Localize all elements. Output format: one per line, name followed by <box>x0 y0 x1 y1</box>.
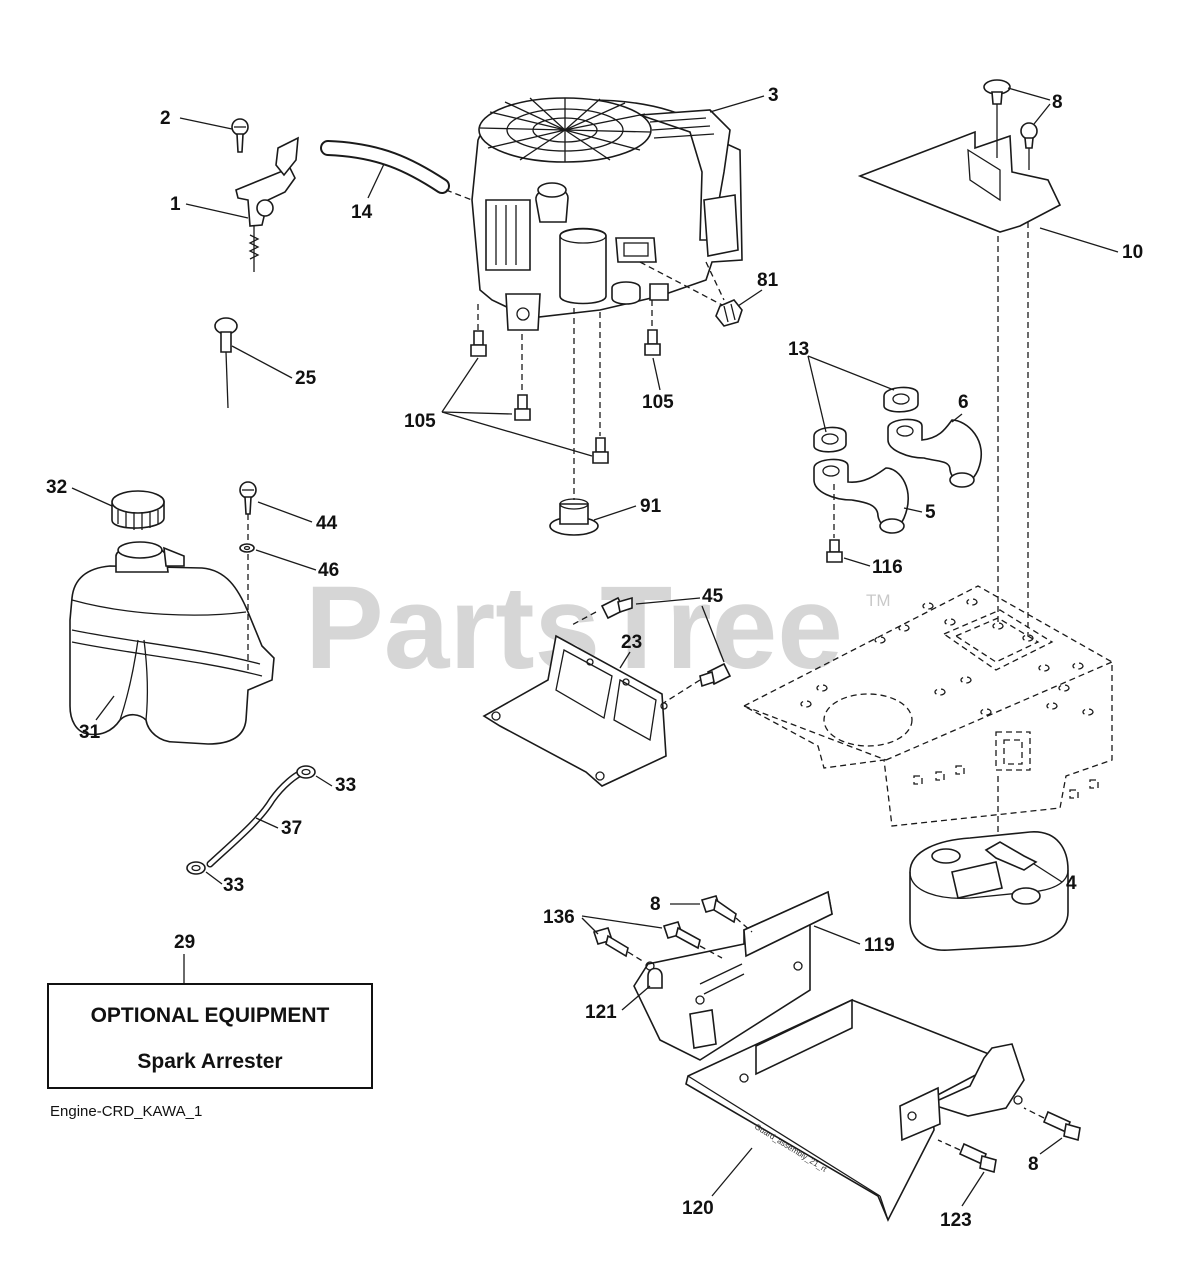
callout-81: 81 <box>757 270 779 291</box>
washer-46-part <box>239 543 255 553</box>
callout-119: 119 <box>864 935 895 956</box>
engine-bolt-part <box>470 330 487 357</box>
callout-6: 6 <box>958 392 969 413</box>
guard-120-part <box>685 998 1025 1222</box>
callout-121: 121 <box>585 1002 617 1023</box>
fuel-line-part <box>206 768 308 868</box>
bolt-123-part <box>958 1142 997 1174</box>
callout-13: 13 <box>788 339 809 360</box>
muffler-part <box>909 831 1069 951</box>
callout-37: 37 <box>281 818 302 839</box>
callout-23: 23 <box>621 632 642 653</box>
callout-31: 31 <box>79 722 101 743</box>
hose-clamp-33-part <box>296 765 316 779</box>
callout-116: 116 <box>872 557 903 578</box>
screw-8-heat-shield-part <box>983 79 1011 105</box>
engine-part <box>471 97 743 331</box>
fuel-cap-part <box>111 490 165 530</box>
callout-32: 32 <box>46 477 67 498</box>
gasket-13-part <box>813 426 847 453</box>
callout-123: 123 <box>940 1210 972 1231</box>
callout-29: 29 <box>174 932 195 953</box>
callout-25: 25 <box>295 368 317 389</box>
callout-8-bracket: 8 <box>650 894 661 915</box>
callout-33-top: 33 <box>335 775 356 796</box>
engine-bolt-part <box>644 329 661 356</box>
spacer-91-part <box>549 498 599 536</box>
figure-id: Engine-CRD_KAWA_1 <box>50 1103 202 1120</box>
screw-45-part <box>699 662 732 688</box>
exhaust-pipe-6-part <box>887 418 982 488</box>
callout-46: 46 <box>318 560 339 581</box>
bolt-8-guard-part <box>1042 1110 1081 1142</box>
watermark-trademark: TM <box>866 591 891 610</box>
engine-bolt-part <box>592 437 609 464</box>
nut-81-part <box>715 299 743 327</box>
callout-105-right: 105 <box>642 392 674 413</box>
engine-bolt-part <box>514 394 531 421</box>
callout-91: 91 <box>640 496 662 517</box>
bracket-119-part <box>633 890 833 1061</box>
screw-8-heat-shield-part <box>1020 122 1038 149</box>
callout-33-bottom: 33 <box>223 875 244 896</box>
callout-14: 14 <box>351 202 373 223</box>
optional-equipment-subtitle: Spark Arrester <box>137 1050 282 1073</box>
bolt-116-part <box>826 539 843 563</box>
exhaust-pipe-5-part <box>813 458 909 534</box>
choke-knob-part <box>214 317 238 409</box>
callout-105-left: 105 <box>404 411 436 432</box>
bolt-136-part <box>592 927 629 958</box>
bolt-136-part <box>662 921 701 950</box>
throttle-control-part <box>235 136 299 272</box>
callout-136: 136 <box>543 907 575 928</box>
heat-shield-part <box>857 130 1062 233</box>
callout-10: 10 <box>1122 242 1143 263</box>
hose-clamp-33-part <box>186 861 206 875</box>
optional-equipment-box <box>47 983 373 1089</box>
plate-23-part <box>482 634 668 787</box>
callout-3: 3 <box>768 85 779 106</box>
callout-8-heat-shield: 8 <box>1052 92 1063 113</box>
callout-5: 5 <box>925 502 936 523</box>
callout-120: 120 <box>682 1198 714 1219</box>
callout-44: 44 <box>316 513 338 534</box>
bolt-8-bracket-part <box>700 895 737 924</box>
callout-2: 2 <box>160 108 171 129</box>
screw-2-part <box>231 118 249 153</box>
screw-45-part <box>600 596 633 620</box>
gasket-13-part <box>883 386 919 413</box>
callout-1: 1 <box>170 194 181 215</box>
fuel-tank-part <box>69 541 275 745</box>
callout-45: 45 <box>702 586 724 607</box>
callout-4: 4 <box>1066 873 1077 894</box>
frame-dashed-part <box>742 585 1113 827</box>
screw-44-part <box>239 481 257 515</box>
fuel-hose-part <box>320 140 473 201</box>
callout-8-guard: 8 <box>1028 1154 1039 1175</box>
optional-equipment-title: OPTIONAL EQUIPMENT <box>91 1004 330 1027</box>
